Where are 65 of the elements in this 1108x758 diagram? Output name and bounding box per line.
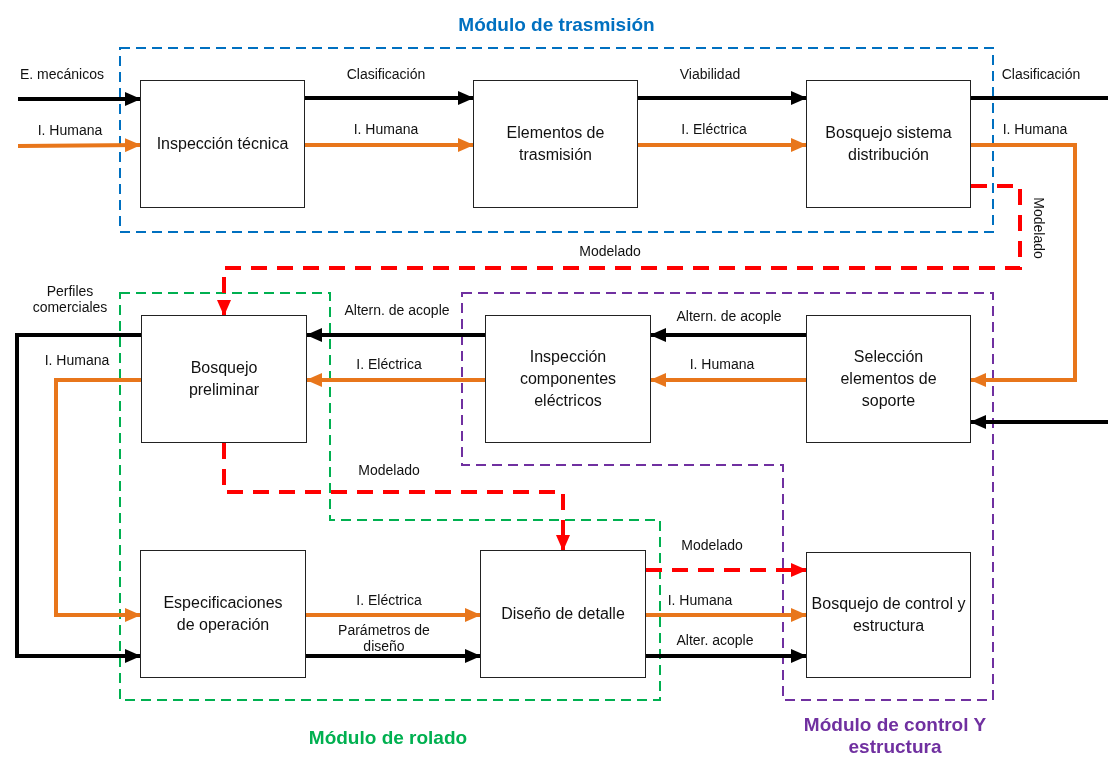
arrow (306, 373, 485, 387)
arrow (638, 91, 807, 105)
arrow (18, 92, 141, 106)
box-label: Inspección técnica (156, 134, 289, 154)
arrow (306, 608, 481, 622)
arrow (54, 378, 141, 622)
arrow (222, 443, 570, 551)
arrow (650, 373, 806, 387)
edge-label: I. Humana (667, 592, 733, 608)
box-label: Diseño de detalle (501, 604, 625, 624)
edge-label: Modelado (681, 537, 743, 553)
box-label: Bosquejo de control y estructura (810, 594, 967, 636)
edge-label: Viabilidad (679, 66, 741, 82)
arrow (970, 415, 1108, 429)
module-title: Módulo de control Y estructura (802, 714, 988, 758)
edge-label: Clasificación (346, 66, 426, 82)
arrow (15, 333, 141, 663)
edge-label: Modelado (358, 462, 420, 478)
edge-label: Altern. de acople (344, 302, 450, 318)
arrow (650, 328, 806, 342)
edge-label: I. Humana (353, 121, 419, 137)
module-title: Módulo de trasmisión (457, 14, 656, 36)
vertical-label: Modelado (1030, 197, 1047, 259)
process-box (806, 80, 971, 208)
edge-label: I. Eléctrica (681, 121, 747, 137)
arrow (646, 608, 807, 622)
edge-label: I. Humana (37, 122, 103, 138)
edge-label: Perfiles comerciales (31, 283, 109, 315)
module-title: Módulo de rolado (307, 727, 469, 749)
process-box (806, 315, 971, 443)
edge-label: Clasificación (1001, 66, 1081, 82)
edge-label: I. Eléctrica (356, 356, 422, 372)
arrow (646, 563, 807, 577)
process-box (473, 80, 638, 208)
edge-label: I. Eléctrica (356, 592, 422, 608)
arrow (306, 649, 481, 663)
box-label: Elementos de trasmisión (505, 123, 606, 165)
box-label: Bosquejo preliminar (187, 358, 261, 400)
arrow (638, 138, 807, 152)
arrow (217, 184, 1022, 316)
arrow (305, 91, 474, 105)
edge-label: E. mecánicos (20, 66, 104, 82)
edge-label: Modelado (579, 243, 641, 259)
process-box (140, 80, 305, 208)
process-box (141, 315, 307, 443)
process-box (480, 550, 646, 678)
arrow (646, 649, 807, 663)
box-label: Bosquejo sistema distribución (824, 123, 953, 165)
arrow (18, 138, 141, 153)
process-box (806, 552, 971, 678)
edge-label: Parámetros de diseño (337, 622, 431, 654)
edge-label: I. Humana (44, 352, 110, 368)
edge-label: Altern. de acople (676, 308, 782, 324)
box-label: Inspección componentes eléctricos (518, 347, 618, 411)
edge-label: I. Humana (689, 356, 755, 372)
connector-line (971, 96, 1108, 100)
arrow (970, 143, 1077, 387)
box-label: Selección elementos de soporte (839, 347, 938, 411)
box-label: Especificaciones de operación (162, 593, 284, 635)
arrow (306, 328, 485, 342)
arrow (305, 138, 474, 152)
edge-label: I. Humana (1002, 121, 1068, 137)
process-box (485, 315, 651, 443)
process-box (140, 550, 306, 678)
edge-label: Alter. acople (676, 632, 754, 648)
